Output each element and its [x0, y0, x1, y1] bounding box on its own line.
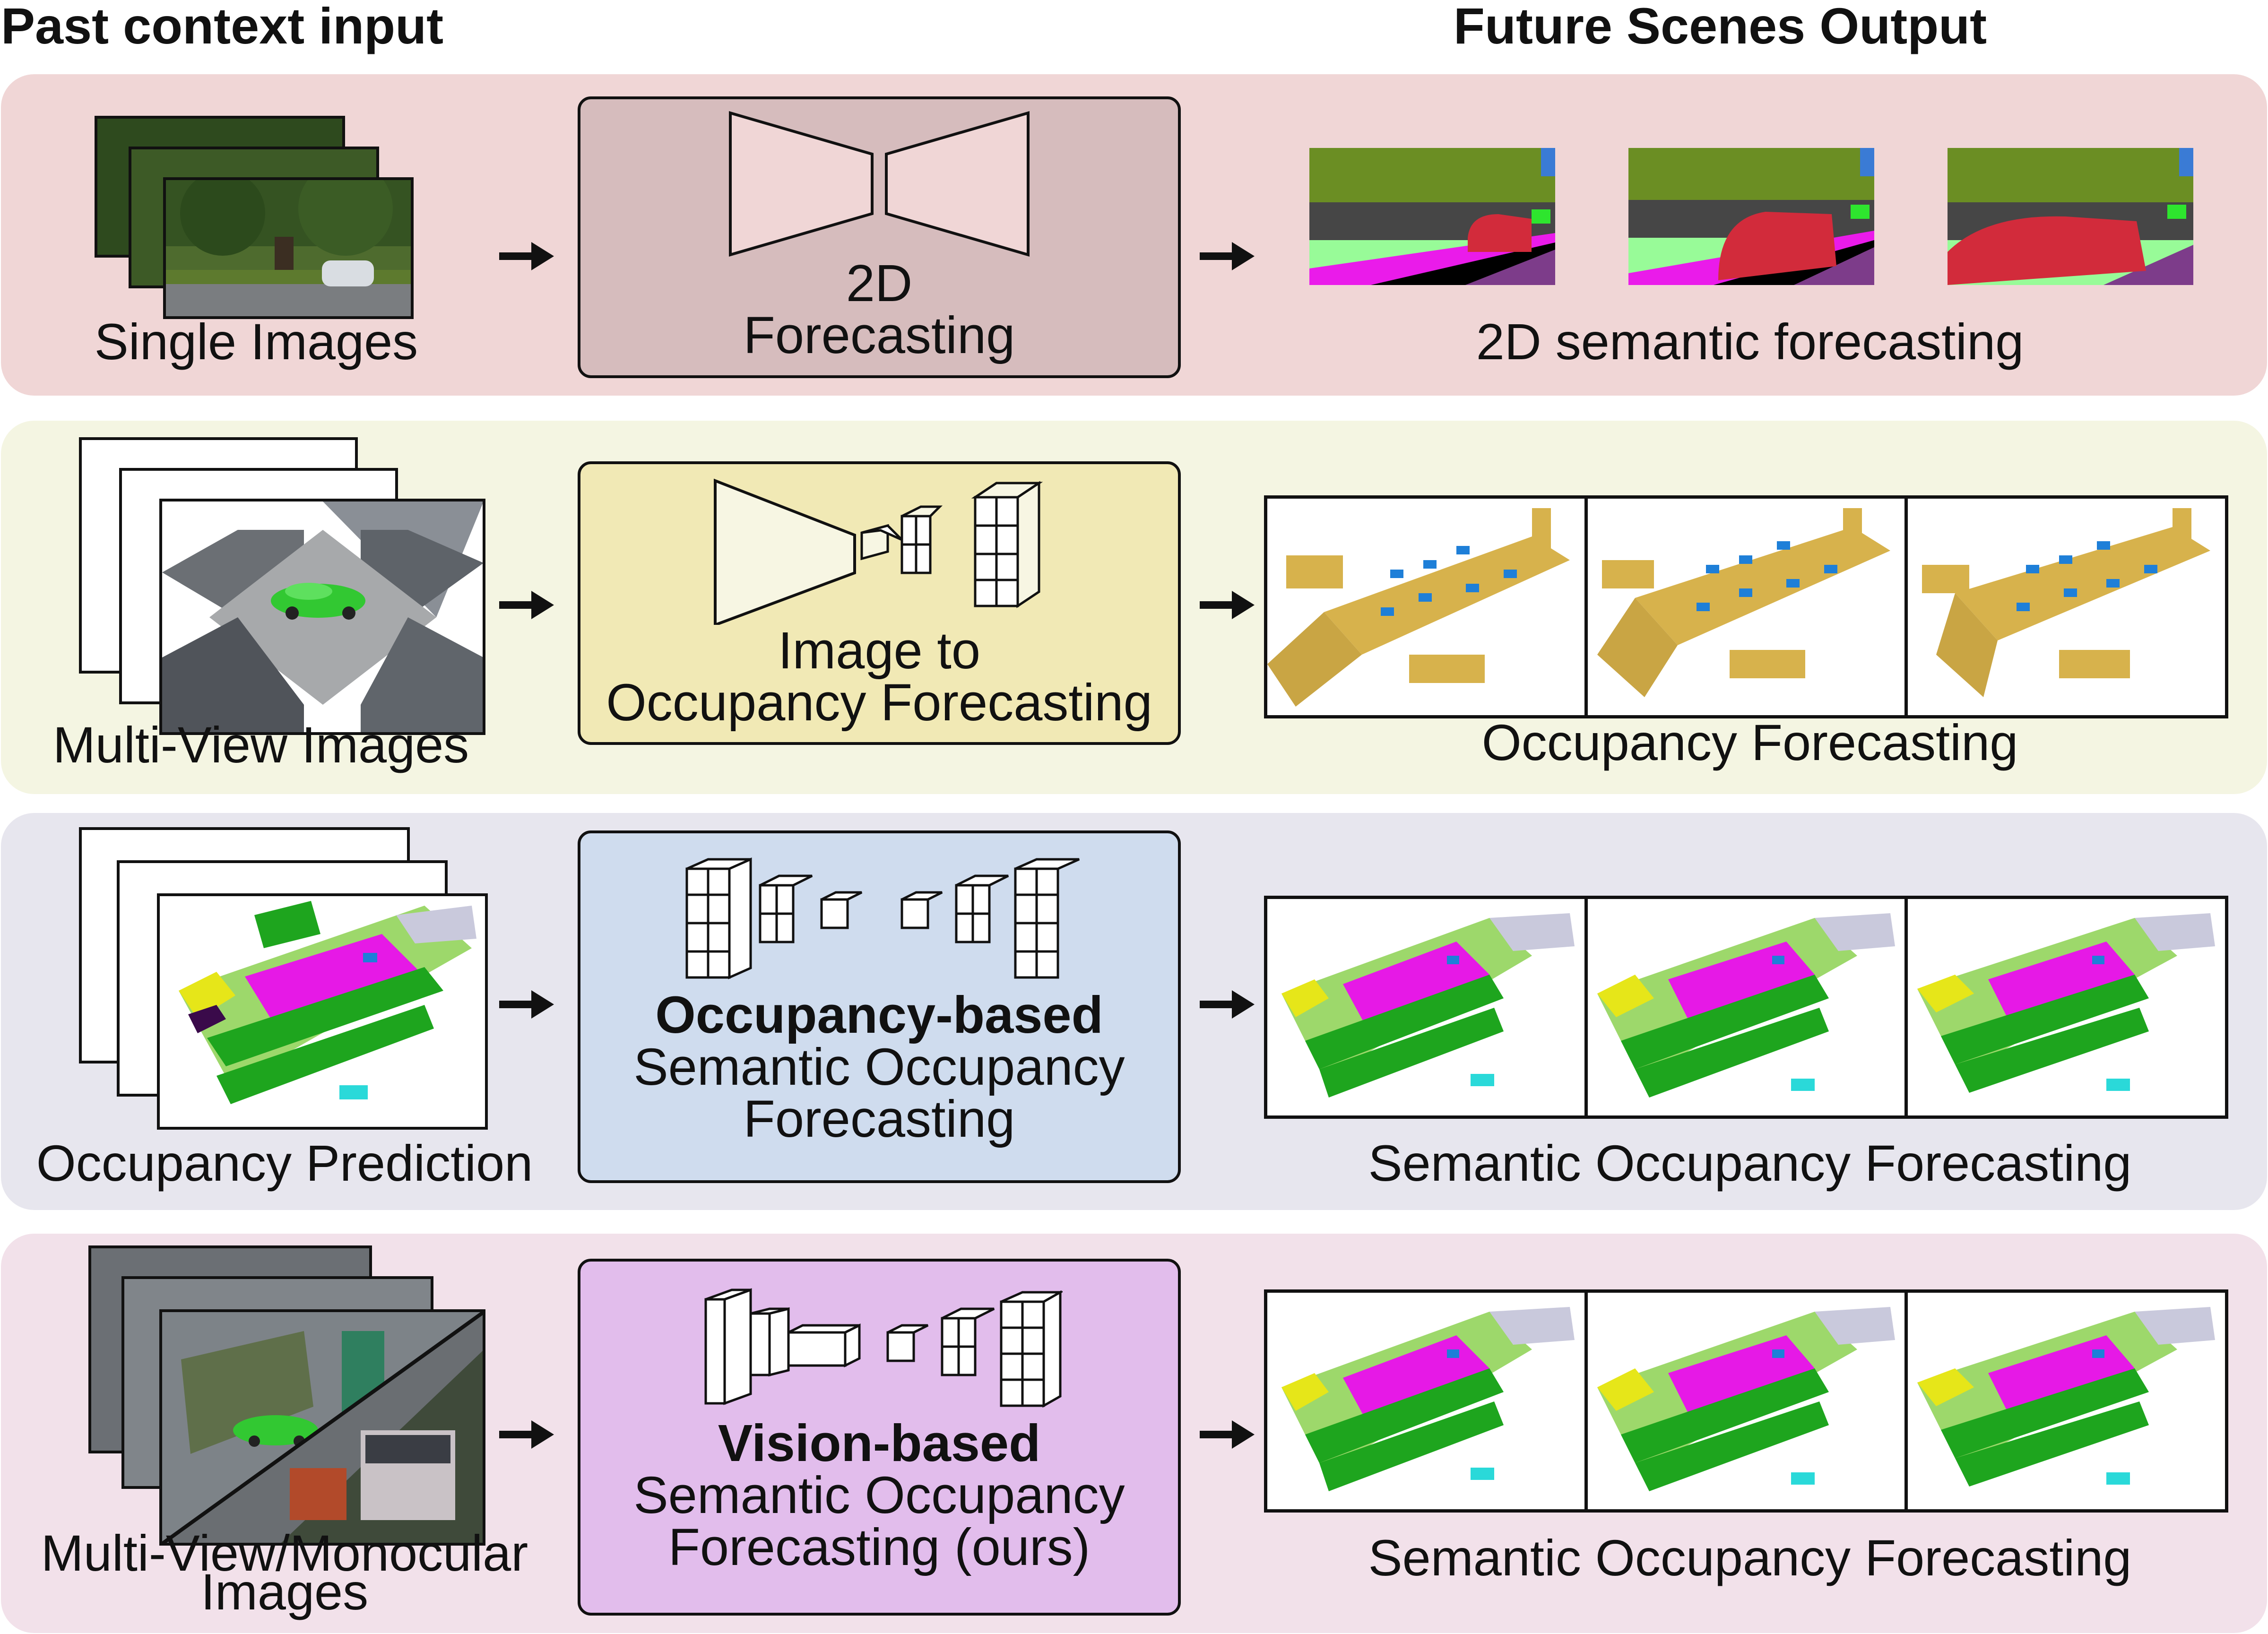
method-line: Semantic Occupancy — [633, 1038, 1125, 1096]
arrow-right-icon — [499, 990, 554, 1019]
header-future-scenes: Future Scenes Output — [1454, 0, 1987, 54]
method-line: Occupancy Forecasting — [606, 674, 1152, 732]
multiview-drawing — [162, 501, 483, 732]
input-label-multiview-monocular: Multi-View/Monocular Images — [6, 1527, 563, 1618]
row-occupancy-based: Occupancy Prediction — [1, 813, 2267, 1210]
occupancy-frame-3 — [1904, 499, 2225, 715]
arrow-right-icon — [499, 1420, 554, 1449]
output-label-semantic-occupancy-b: Semantic Occupancy Forecasting — [1368, 1529, 2132, 1586]
row-vision-based: Multi-View/Monocular Images — [1, 1234, 2267, 1633]
arrow-right-icon — [1200, 1420, 1255, 1449]
method-box-vision-based: Vision-based Semantic Occupancy Forecast… — [578, 1259, 1181, 1616]
input-label-line: Multi-View/Monocular — [41, 1524, 528, 1582]
semantic-occupancy-frame-1 — [1267, 899, 1584, 1115]
semantic-occupancy-frame-2 — [1584, 899, 1905, 1115]
occupancy-frame-1 — [1267, 499, 1584, 715]
arrow-right-icon — [1200, 591, 1255, 619]
input-label-multi-view: Multi-View Images — [52, 716, 469, 773]
voxel-encoder-decoder-icon — [685, 857, 1080, 979]
output-label-2d-semantic: 2D semantic forecasting — [1476, 313, 2024, 370]
semantic-occupancy-frame-5 — [1584, 1293, 1905, 1509]
encoder-decoder-icon — [729, 111, 1030, 257]
method-line: Image to — [778, 622, 981, 680]
method-title-occupancy-based: Occupancy-based Semantic Occupancy Forec… — [580, 989, 1178, 1145]
arrow-right-icon — [499, 242, 554, 270]
method-line: Forecasting (ours) — [668, 1518, 1091, 1576]
row-image-to-occupancy: Multi-View Images Image to Occupancy For… — [1, 421, 2267, 794]
method-box-2d-forecasting: 2D Forecasting — [578, 96, 1181, 378]
street-photo-drawing — [166, 180, 411, 316]
method-bold-line: Occupancy-based — [655, 986, 1103, 1044]
output-label-semantic-occupancy-a: Semantic Occupancy Forecasting — [1368, 1134, 2132, 1192]
input-label-single-images: Single Images — [94, 313, 418, 370]
semantic-frame-3 — [1948, 148, 2193, 285]
occupancy-frame-2 — [1584, 499, 1905, 715]
method-bold-line: Vision-based — [718, 1414, 1041, 1472]
semantic-frame-1 — [1309, 148, 1555, 285]
occupancy-forecast-strip — [1264, 495, 2228, 718]
method-title-vision-based: Vision-based Semantic Occupancy Forecast… — [580, 1418, 1178, 1573]
row-2d-forecasting: Single Images 2D Forecasting 2D semantic… — [1, 74, 2267, 396]
method-title-image-to-occupancy: Image to Occupancy Forecasting — [580, 625, 1178, 729]
header-past-context: Past context input — [1, 0, 444, 54]
input-label-occupancy-prediction: Occupancy Prediction — [36, 1134, 533, 1192]
occupancy-prediction-map — [157, 893, 488, 1130]
semantic-frame-2 — [1628, 148, 1874, 285]
arrow-right-icon — [499, 591, 554, 619]
arrow-right-icon — [1200, 242, 1255, 270]
semantic-occupancy-frame-4 — [1267, 1293, 1584, 1509]
output-label-occupancy-forecasting: Occupancy Forecasting — [1481, 714, 2018, 771]
method-line: Forecasting — [743, 306, 1015, 364]
semantic-occupancy-frame-3 — [1904, 899, 2225, 1115]
method-box-occupancy-based: Occupancy-based Semantic Occupancy Forec… — [578, 830, 1181, 1183]
multiview-photo — [159, 499, 485, 735]
semantic-occupancy-frame-6 — [1904, 1293, 2225, 1509]
semantic-forecast-strip-b — [1264, 1289, 2228, 1513]
semantic-occupancy-drawing — [179, 901, 476, 1104]
input-label-line: Images — [200, 1563, 369, 1620]
method-line: Semantic Occupancy — [633, 1466, 1125, 1524]
street-photo — [163, 177, 414, 319]
image-to-voxel-icon — [714, 478, 1043, 625]
image-encoder-voxel-icon — [704, 1288, 1063, 1408]
semantic-forecast-strip-a — [1264, 896, 2228, 1119]
method-line: Forecasting — [743, 1090, 1015, 1148]
arrow-right-icon — [1200, 990, 1255, 1019]
multiview-monocular-photo — [159, 1309, 485, 1546]
method-line: 2D — [846, 254, 913, 312]
method-box-image-to-occupancy: Image to Occupancy Forecasting — [578, 461, 1181, 745]
method-title-2d-forecasting: 2D Forecasting — [580, 258, 1178, 362]
